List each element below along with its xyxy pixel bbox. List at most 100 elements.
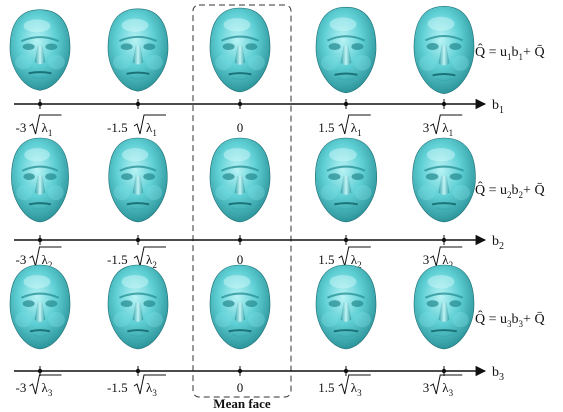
forehead-highlight: [427, 16, 455, 31]
tick-coefficient: 3: [423, 380, 430, 395]
nose: [34, 45, 46, 65]
tick-coefficient: -1.5: [107, 380, 128, 395]
cheek: [419, 55, 436, 71]
mouth: [28, 71, 52, 75]
lambda-symbol: λ3: [146, 380, 157, 398]
left-eye-socket: [120, 300, 133, 307]
face-render: [107, 8, 169, 92]
lower-lip: [435, 78, 453, 82]
lower-lip: [130, 334, 146, 338]
cheek: [146, 312, 163, 328]
left-eye-socket: [22, 300, 35, 307]
left-eye-socket: [222, 173, 235, 180]
left-eye-socket: [222, 43, 235, 50]
face-render: [9, 264, 71, 350]
right-eye-socket: [143, 173, 155, 180]
cheek: [215, 312, 232, 328]
equation-mean: Q̄: [534, 44, 544, 60]
cheek: [452, 185, 471, 201]
brow-ridge: [326, 292, 366, 299]
forehead-highlight: [121, 18, 149, 32]
face-render: [209, 7, 271, 93]
brow-ridge: [424, 292, 464, 299]
equation-plus: +: [523, 312, 534, 327]
nose: [438, 45, 450, 66]
right-eye-socket: [45, 300, 58, 307]
cheek: [15, 54, 32, 70]
equation-lhs: Q̂: [475, 310, 489, 327]
forehead-highlight: [121, 275, 149, 289]
forehead-highlight: [121, 148, 149, 162]
left-eye-socket: [23, 173, 35, 180]
lambda-subscript: 1: [449, 128, 454, 138]
lambda-subscript: 2: [449, 260, 454, 270]
lower-lip: [231, 77, 249, 81]
left-eye-socket: [222, 300, 235, 307]
lower-lip: [31, 75, 49, 79]
nose: [234, 45, 246, 65]
lower-lip: [434, 334, 454, 338]
tick-coefficient: 3: [423, 252, 430, 267]
equation-b-subscript: 2: [519, 190, 524, 200]
nose: [34, 175, 46, 195]
tick-coefficient: 0: [237, 252, 244, 267]
right-eye-socket: [449, 300, 462, 307]
right-eye-socket: [245, 300, 258, 307]
lower-lip: [337, 77, 355, 81]
mean-face-box: [192, 4, 292, 398]
mouth: [126, 71, 150, 75]
forehead-highlight: [426, 148, 456, 162]
brow-ridge: [20, 292, 60, 299]
axis-label-subscript: 3: [499, 372, 504, 383]
equation-b: b: [512, 312, 519, 327]
cheek: [354, 55, 371, 71]
right-eye-socket: [245, 173, 258, 180]
cheek: [452, 55, 469, 71]
equation: Q̂ = u3b3+ Q̄: [475, 310, 545, 329]
face-render: [315, 6, 377, 94]
tick-coefficient: -3: [16, 120, 27, 135]
cheek: [15, 312, 32, 328]
lambda-subscript: 3: [449, 388, 454, 398]
equation-mean: Q̄: [534, 182, 544, 198]
sqrt-lambda: λ3: [429, 374, 463, 398]
brow-ridge: [424, 35, 464, 42]
cheek: [321, 312, 338, 328]
sqrt-lambda: λ1: [29, 114, 62, 138]
brow-ridge: [21, 165, 59, 172]
tick-coefficient: 1.5: [318, 380, 334, 395]
face-render: [209, 264, 271, 350]
mouth: [29, 329, 51, 333]
lambda-symbol: λ2: [146, 252, 157, 270]
mouth: [228, 202, 252, 206]
equation-b: b: [512, 183, 519, 198]
cheek: [248, 185, 265, 201]
brow-ridge: [424, 165, 464, 172]
radical-sign: [338, 374, 371, 395]
nose: [438, 302, 450, 322]
radical-sign: [338, 114, 371, 135]
left-eye-socket: [328, 173, 341, 180]
lambda-subscript: 3: [152, 388, 157, 398]
forehead-highlight: [329, 275, 357, 289]
cheek: [452, 312, 469, 328]
forehead-highlight: [223, 18, 251, 32]
lower-lip: [337, 207, 355, 211]
forehead-highlight: [329, 17, 357, 32]
brow-ridge: [118, 35, 158, 42]
cheek: [145, 185, 163, 201]
sqrt-lambda: λ1: [429, 114, 463, 138]
brow-ridge: [326, 165, 366, 172]
lower-lip: [337, 334, 355, 338]
cheek: [417, 185, 436, 201]
sqrt-lambda: λ3: [29, 374, 62, 398]
equation-b: b: [512, 45, 519, 60]
mouth: [432, 73, 456, 77]
face-render: [413, 6, 475, 94]
cheek: [248, 312, 265, 328]
lambda-subscript: 3: [48, 388, 53, 398]
